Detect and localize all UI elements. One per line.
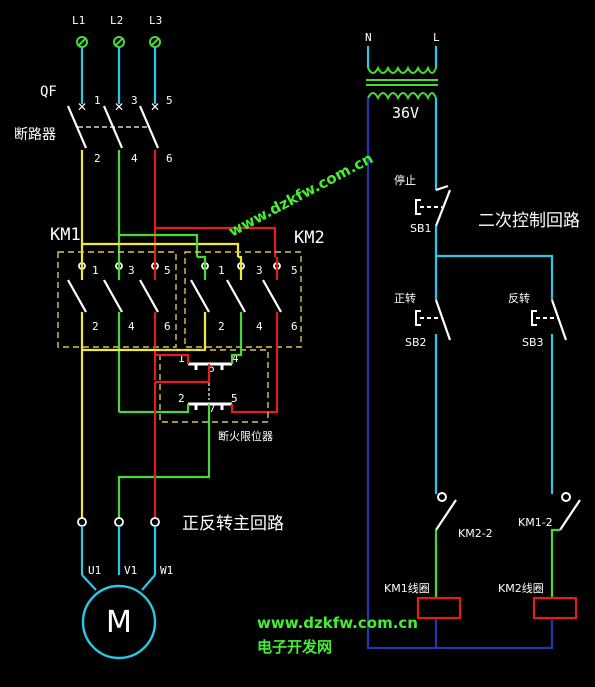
svg-text:✕: ✕ — [77, 100, 87, 114]
svg-text:6: 6 — [166, 152, 173, 165]
transformer-voltage: 36V — [392, 104, 419, 122]
km1-label: KM1 — [50, 225, 81, 245]
svg-text:✕: ✕ — [150, 100, 160, 114]
fire-limiter: 1 6 4 2 7 5 — [159, 349, 269, 423]
forward-button-sb2 — [415, 299, 452, 341]
transformer-l: L — [433, 31, 440, 44]
interlock-km2-2 — [435, 492, 457, 531]
forward-code: SB2 — [405, 336, 427, 349]
km2-contactor: 1 3 5 2 4 6 — [184, 251, 302, 348]
breaker-code: QF — [40, 84, 57, 100]
svg-text:6: 6 — [208, 362, 215, 375]
motor-symbol: M — [106, 605, 132, 640]
svg-text:5: 5 — [164, 264, 171, 277]
breaker-qf: 1 3 5 ✕ ✕ ✕ 2 4 6 — [66, 94, 173, 165]
svg-text:3: 3 — [128, 264, 135, 277]
motor-w1: W1 — [160, 564, 173, 577]
transformer-icon — [366, 46, 438, 101]
limiter-label: 断火限位器 — [218, 429, 273, 443]
stop-code: SB1 — [410, 222, 432, 235]
svg-text:1: 1 — [218, 264, 225, 277]
interlock-left-label: KM2-2 — [458, 527, 493, 540]
svg-text:1: 1 — [178, 352, 185, 365]
svg-text:3: 3 — [256, 264, 263, 277]
coil-km1-icon — [416, 596, 462, 620]
svg-text:5: 5 — [166, 94, 173, 107]
stop-button-sb1 — [415, 184, 452, 227]
km1-contactor: 1 3 5 2 4 6 — [57, 251, 177, 348]
svg-text:1: 1 — [92, 264, 99, 277]
reverse-button-sb3 — [531, 299, 568, 341]
km2-label: KM2 — [294, 228, 325, 248]
watermark-bottom: www.dzkfw.com.cn — [257, 614, 418, 632]
svg-text:4: 4 — [232, 352, 239, 365]
svg-text:2: 2 — [218, 320, 225, 333]
svg-text:4: 4 — [256, 320, 263, 333]
breaker-name: 断路器 — [14, 127, 56, 143]
forward-label: 正转 — [394, 291, 416, 305]
motor-v1: V1 — [124, 564, 137, 577]
svg-text:5: 5 — [231, 392, 238, 405]
svg-text:✕: ✕ — [114, 100, 124, 114]
svg-text:6: 6 — [291, 320, 298, 333]
svg-text:3: 3 — [131, 94, 138, 107]
phase-l3-label: L3 — [149, 14, 162, 27]
reverse-label: 反转 — [508, 291, 530, 305]
coil-left-label: KM1线圈 — [384, 581, 430, 595]
interlock-km1-2 — [559, 492, 581, 531]
svg-text:6: 6 — [164, 320, 171, 333]
main-circuit-label: 正反转主回路 — [182, 514, 284, 534]
coil-km2-icon — [532, 596, 578, 620]
transformer-n: N — [365, 31, 372, 44]
control-title: 二次控制回路 — [478, 211, 580, 231]
reverse-code: SB3 — [522, 336, 544, 349]
phase-l2-label: L2 — [110, 14, 123, 27]
watermark-diagonal: www.dzkfw.com.cn — [225, 149, 376, 240]
motor-terminals — [77, 517, 160, 527]
svg-text:1: 1 — [94, 94, 101, 107]
motor-icon — [81, 584, 157, 660]
svg-text:7: 7 — [209, 402, 216, 415]
interlock-right-label: KM1-2 — [518, 516, 553, 529]
svg-text:2: 2 — [178, 392, 185, 405]
svg-text:2: 2 — [92, 320, 99, 333]
motor-u1: U1 — [88, 564, 101, 577]
svg-text:5: 5 — [291, 264, 298, 277]
watermark-name: 电子开发网 — [257, 638, 332, 656]
stop-label: 停止 — [394, 173, 416, 187]
svg-text:4: 4 — [131, 152, 138, 165]
svg-text:2: 2 — [94, 152, 101, 165]
svg-text:4: 4 — [128, 320, 135, 333]
coil-right-label: KM2线圈 — [498, 581, 544, 595]
phase-l1-label: L1 — [72, 14, 85, 27]
input-terminals — [76, 36, 161, 48]
